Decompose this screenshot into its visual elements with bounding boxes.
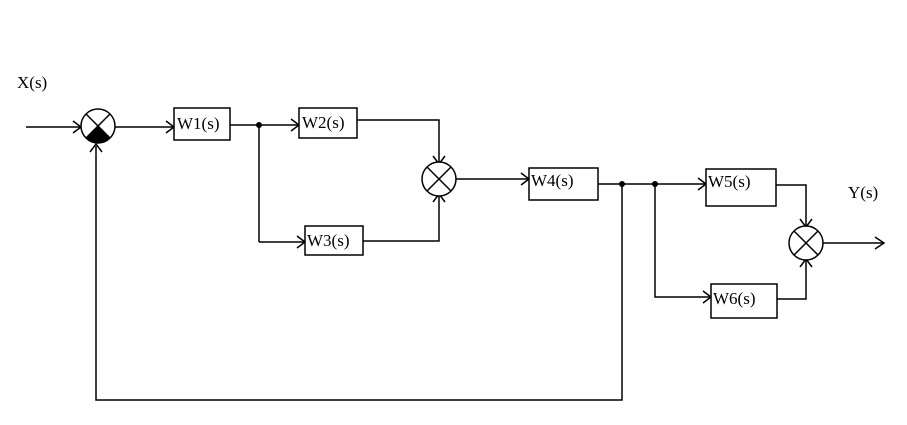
block-w3-label: W3(s) (307, 231, 349, 250)
summing-junction-2 (421, 161, 457, 197)
block-w5 (705, 168, 777, 207)
summing-junction-3 (788, 225, 824, 261)
block-w2 (298, 107, 358, 139)
block-w5-label: W5(s) (708, 172, 750, 191)
output-arrowhead (874, 236, 886, 250)
block-w1 (173, 107, 231, 141)
input-signal-label: X(s) (17, 73, 47, 92)
block-w2-label: W2(s) (302, 113, 344, 132)
block-w4-label: W4(s) (531, 171, 573, 190)
line-w3-to-sum2 (363, 195, 440, 242)
line-to-w6 (654, 184, 710, 298)
summing-junction-1 (80, 108, 116, 144)
block-w1-label: W1(s) (177, 114, 219, 133)
feedback-line (95, 146, 623, 401)
line-w2-to-sum2 (357, 119, 440, 163)
line-w5-to-sum3 (776, 184, 807, 226)
line-w6-to-sum3 (777, 260, 807, 300)
output-signal-label: Y(s) (848, 183, 878, 202)
arrowhead-feedback (89, 142, 103, 153)
block-w6-label: W6(s) (713, 289, 755, 308)
block-w6 (710, 283, 778, 319)
